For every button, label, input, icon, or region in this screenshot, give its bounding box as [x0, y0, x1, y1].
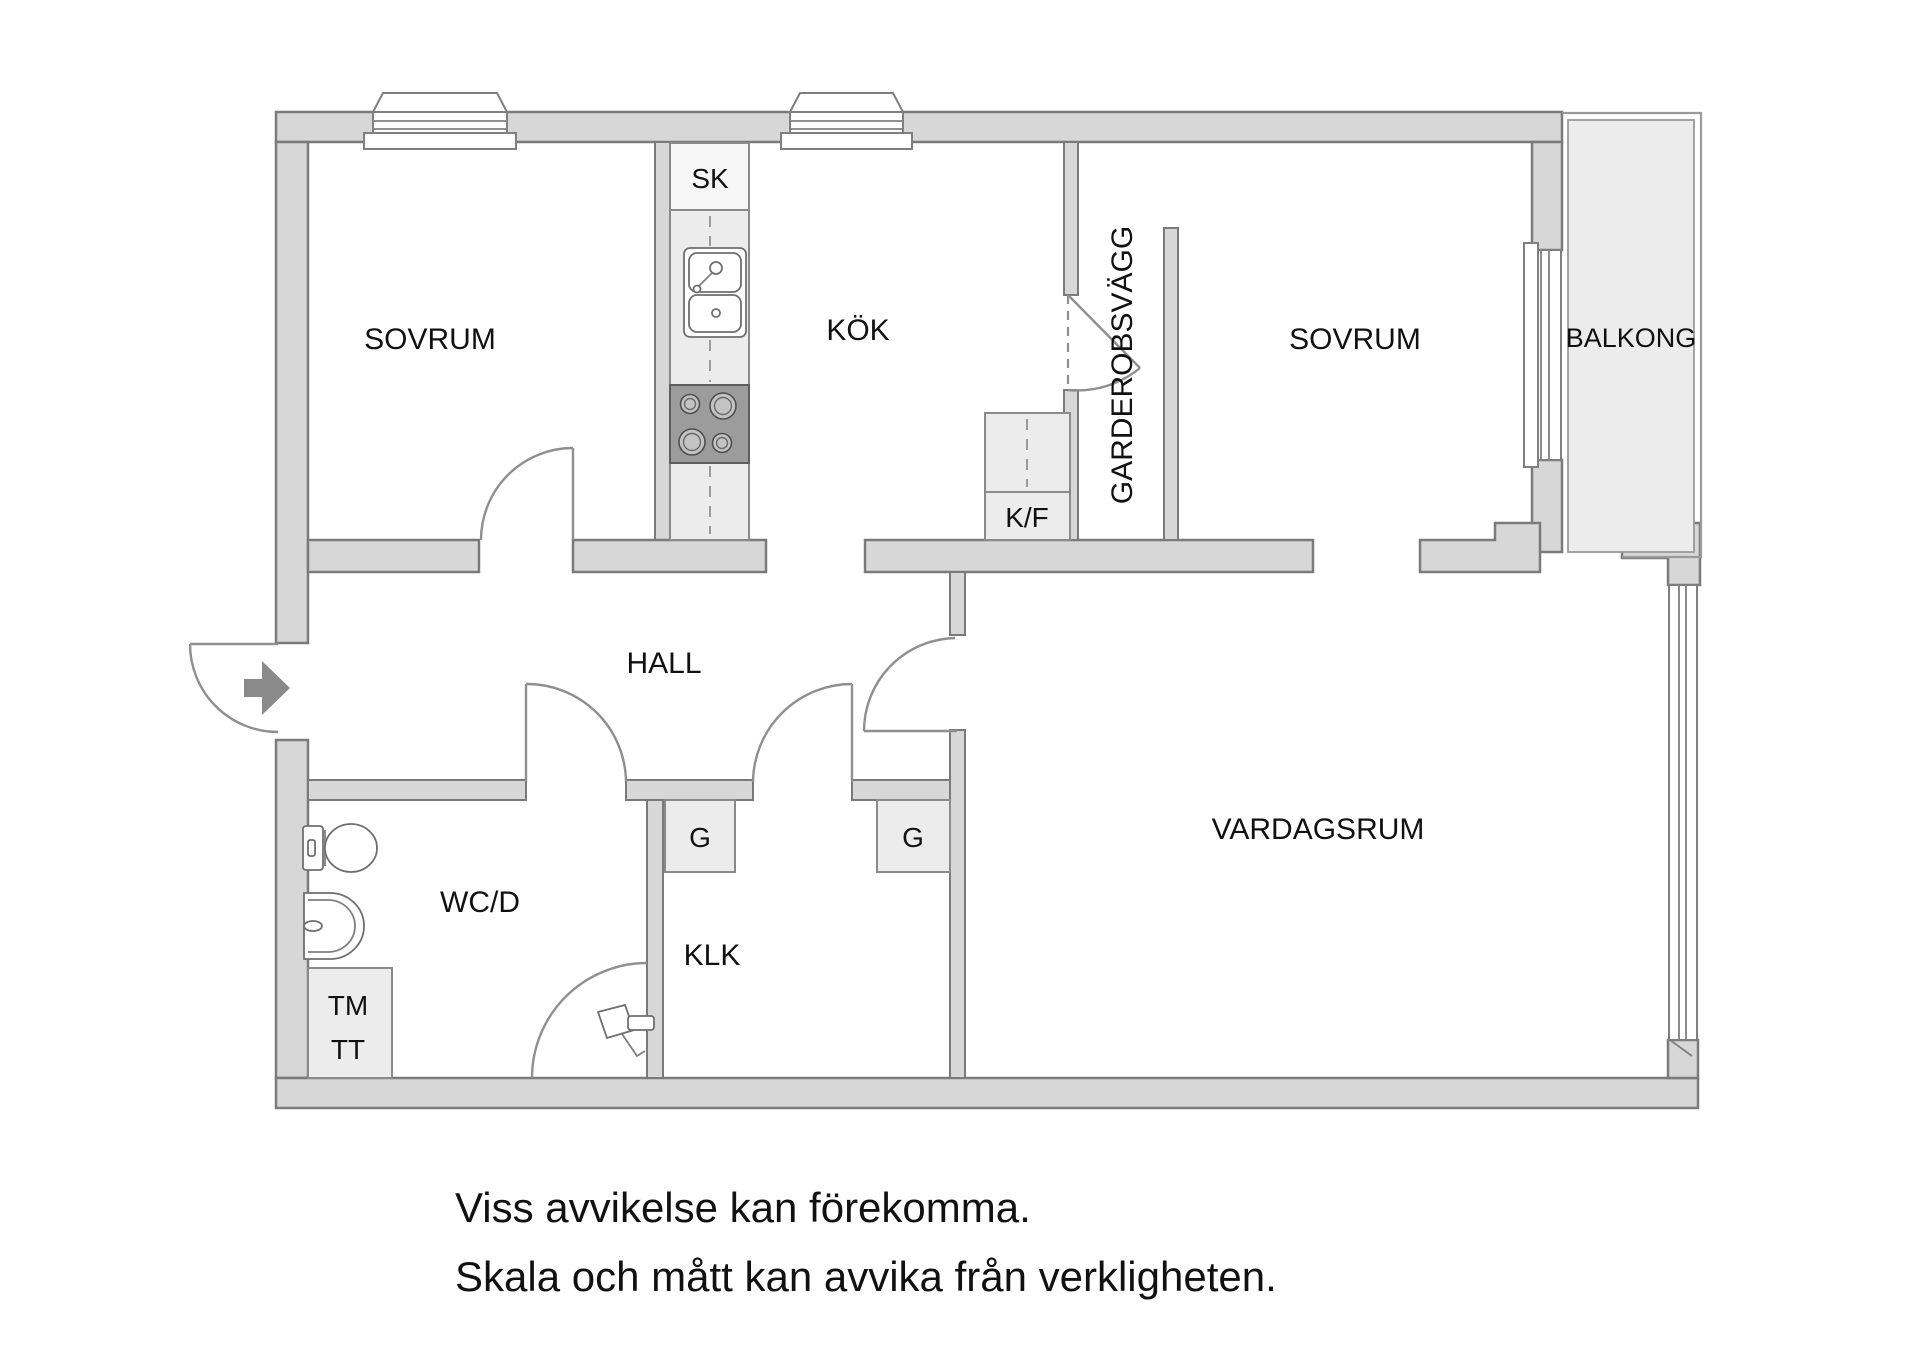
disclaimer-line1: Viss avvikelse kan förekomma. [455, 1184, 1031, 1231]
wall-bottom [274, 1076, 1700, 1110]
wall-livingroom-t [1418, 521, 1542, 574]
wall-bathroom-klk [646, 799, 664, 1079]
shower-screen-arc [530, 961, 648, 1079]
washbasin-icon [303, 892, 365, 960]
wardrobe-klk-box [876, 799, 951, 873]
wall-bathroom-top [307, 779, 527, 801]
room-label-bedroom-left: SOVRUM [364, 323, 496, 356]
label-cleaning-cabinet: SK [691, 163, 729, 194]
room-label-hall: HALL [626, 647, 701, 680]
windows [363, 92, 1698, 1057]
wall-klk-livingroom [949, 729, 966, 1079]
entrance-arrow-icon [244, 661, 290, 715]
wall-corridor-left-upper [1063, 141, 1079, 296]
door-livingroom [862, 636, 957, 733]
window-bedroom-left-icon [363, 92, 517, 150]
balcony-floor [1567, 119, 1695, 553]
fridge-freezer-box [984, 412, 1071, 541]
room-label-bedroom-right: SOVRUM [1289, 323, 1421, 356]
bathroom-fixtures [302, 823, 655, 1079]
wardrobes [664, 799, 951, 873]
shower-head-icon [596, 1003, 655, 1058]
door-bedroom-left [479, 446, 575, 541]
wall-corridor-right [1163, 227, 1179, 541]
wall-right-below-window [1666, 1038, 1700, 1080]
door-kitchen-corridor [1066, 294, 1141, 392]
disclaimer: Viss avvikelse kan förekomma. Skala och … [455, 1184, 1277, 1300]
washer-dryer-box [307, 967, 393, 1079]
door-bathroom [524, 682, 628, 783]
sink-icon [683, 247, 747, 338]
kitchen-fixtures [669, 142, 1071, 541]
window-kitchen-icon [780, 92, 913, 150]
label-washing-machine: TM [328, 990, 368, 1021]
wall-hall-top-c [863, 538, 1315, 574]
wall-bedroom-kitchen [654, 141, 671, 541]
wardrobe-hall-box [664, 799, 736, 873]
wall-bedroom-balcony-upper [1530, 140, 1564, 252]
stove-icon [669, 384, 750, 464]
wall-hall-livingroom-stub [949, 571, 966, 636]
entrance-door [188, 642, 290, 734]
label-tumble-dryer: TT [331, 1034, 365, 1065]
balcony-railing [1562, 111, 1703, 559]
label-fridge-freezer: K/F [1005, 502, 1049, 533]
wall-hall-top-b [571, 538, 768, 574]
room-label-wardrobe-wall: GARDEROBSVÄGG [1106, 226, 1139, 504]
wall-left-upper [274, 140, 310, 645]
window-livingroom-icon [1668, 584, 1698, 1057]
disclaimer-line2: Skala och mått kan avvika från verklighe… [455, 1253, 1277, 1300]
room-label-klk: KLK [684, 939, 741, 972]
room-label-livingroom: VARDAGSRUM [1212, 813, 1425, 846]
door-klk [751, 682, 854, 783]
wall-hall-top-a [306, 538, 481, 574]
wall-klk-top-left [625, 779, 754, 801]
labels: SOVRUM KÖK SOVRUM BALKONG HALL WC/D KLK … [328, 163, 1696, 1065]
room-label-bathroom: WC/D [440, 886, 520, 919]
room-label-kitchen: KÖK [826, 314, 889, 347]
cleaning-cabinet-box [669, 142, 750, 211]
toilet-icon [302, 823, 378, 873]
walls [274, 110, 1702, 1110]
doors [188, 294, 1141, 1079]
window-bedroom-balcony-icon [1523, 242, 1562, 468]
label-wardrobe-klk: G [902, 822, 924, 853]
room-label-balcony: BALKONG [1566, 323, 1697, 353]
label-wardrobe-hall: G [689, 822, 711, 853]
wall-klk-top-right [851, 779, 951, 801]
balcony [1562, 111, 1703, 559]
